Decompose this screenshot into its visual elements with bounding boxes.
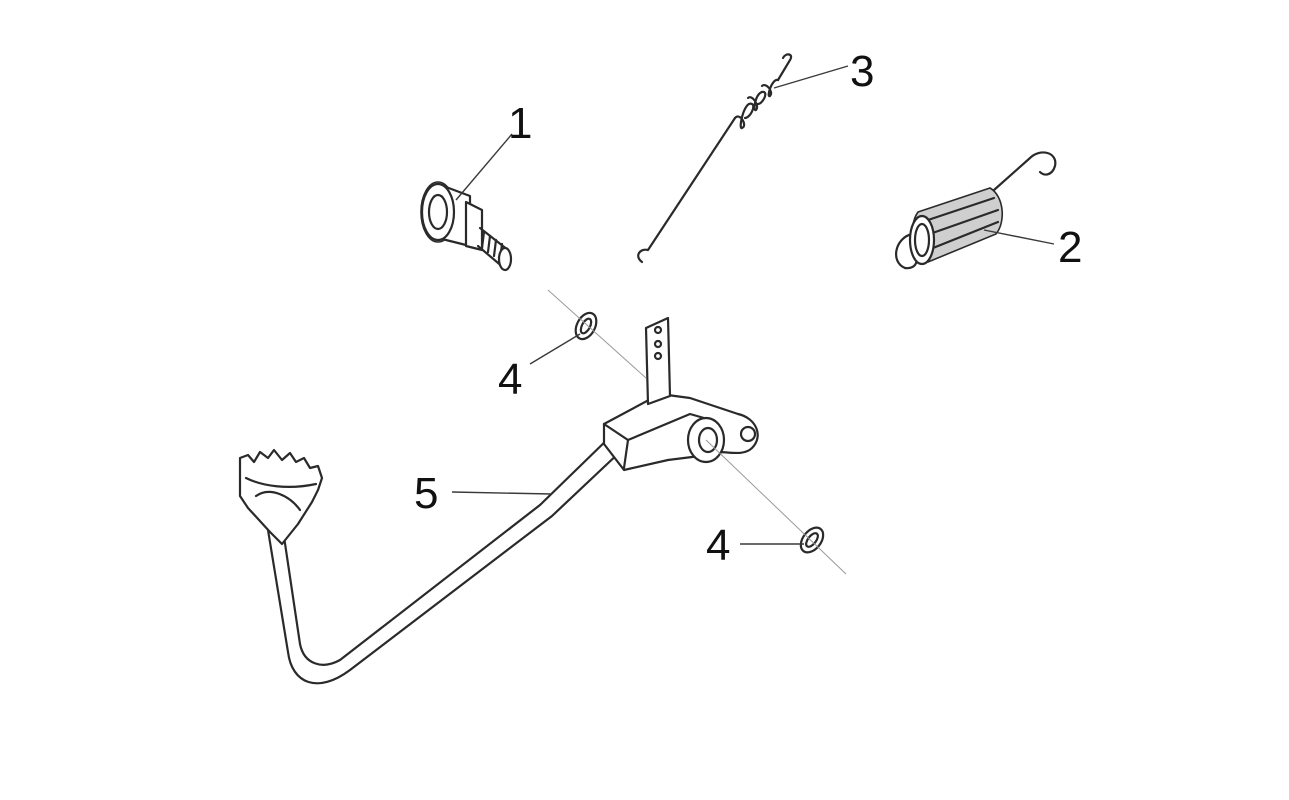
callout-4-lower: 4 xyxy=(706,521,730,570)
callout-5: 5 xyxy=(414,469,438,518)
leader-1 xyxy=(455,133,513,201)
brake-pedal-lever xyxy=(238,316,759,685)
callout-1: 1 xyxy=(508,99,532,148)
coil-spring xyxy=(895,151,1057,270)
leader-2 xyxy=(983,229,1055,245)
callout-3: 3 xyxy=(850,47,874,96)
assembly-axis-lower xyxy=(705,439,847,575)
callout-2: 2 xyxy=(1058,223,1082,272)
assembly-axis-upper xyxy=(547,289,647,379)
pivot-bolt xyxy=(420,181,513,272)
leader-4a xyxy=(529,333,581,365)
return-spring xyxy=(637,53,793,264)
leader-3 xyxy=(773,65,849,89)
callout-4-upper: 4 xyxy=(498,355,522,404)
leader-5 xyxy=(451,491,553,495)
